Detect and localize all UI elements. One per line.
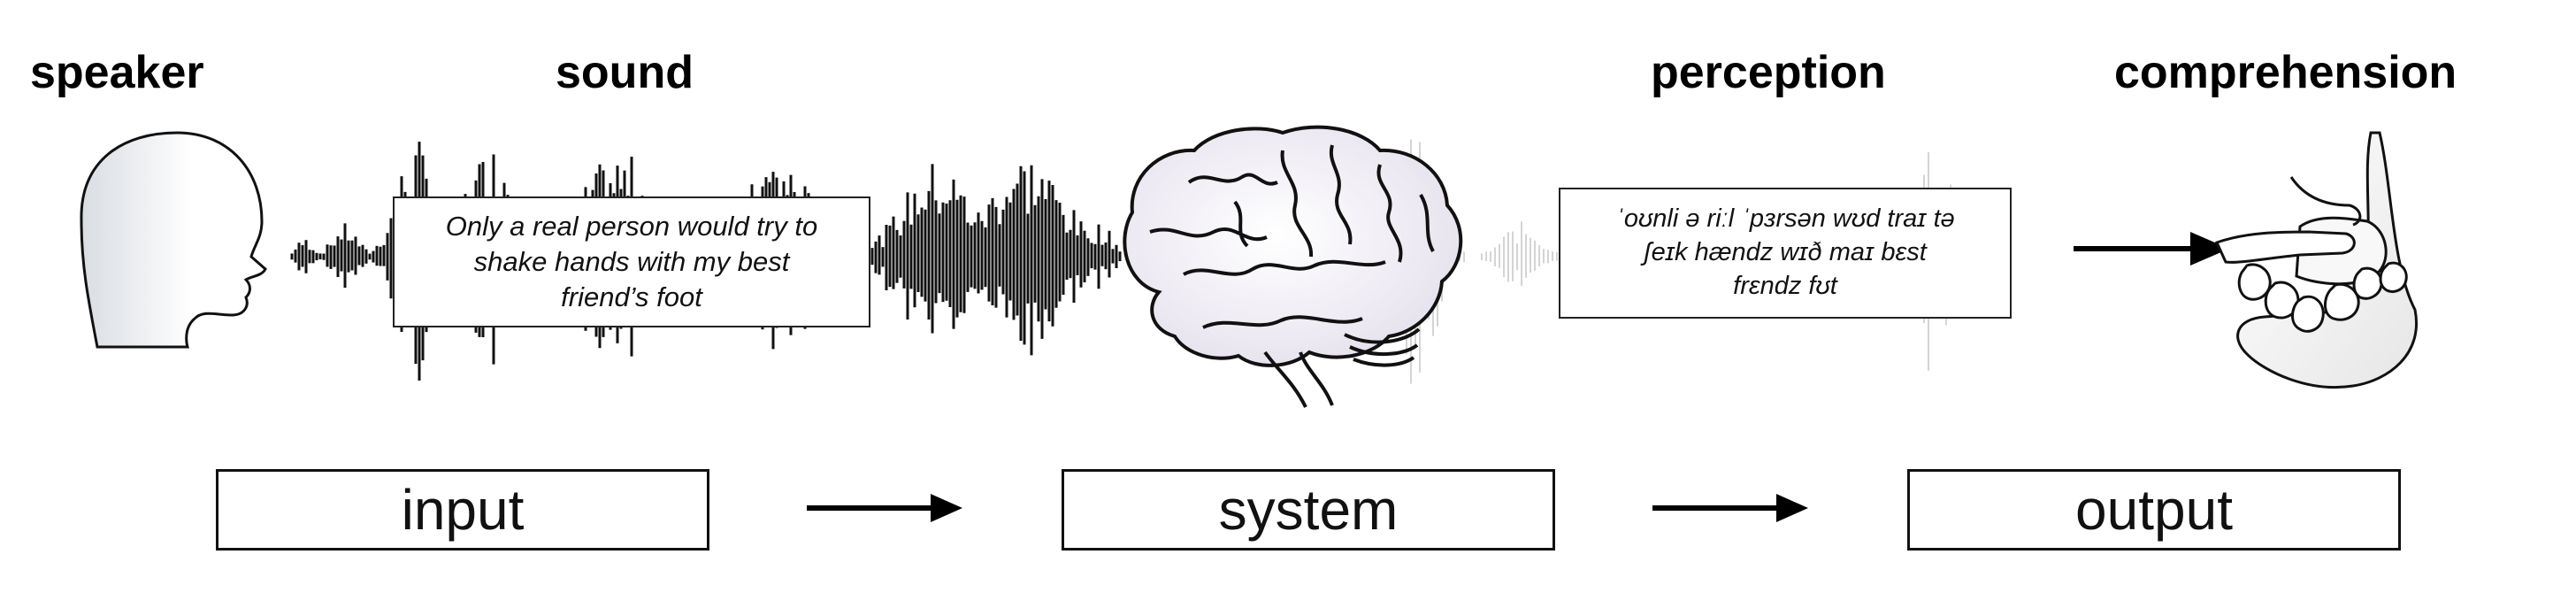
phonetic-line-2: ʃeɪk hændz wɪð maɪ bɛst xyxy=(1644,238,1927,267)
sound-heading: sound xyxy=(556,47,694,98)
system-box: system xyxy=(1062,469,1555,551)
head-profile-icon xyxy=(80,131,267,349)
arrow-right-icon xyxy=(1652,494,1808,522)
output-box: output xyxy=(1907,469,2401,551)
arrow-right-icon xyxy=(2074,232,2229,266)
phonetic-line-1: ˈoʊnli ə riːl ˈpɜrsən wʊd traɪ tə xyxy=(1615,204,1955,234)
speaker-heading: speaker xyxy=(30,47,204,98)
perception-heading: perception xyxy=(1651,47,1886,98)
sentence-line-3: friend’s foot xyxy=(561,281,702,313)
phonetic-transcription-box: ˈoʊnli ə riːl ˈpɜrsən wʊd traɪ tə ʃeɪk h… xyxy=(1559,188,2012,319)
brain-icon xyxy=(1123,125,1463,408)
sentence-line-2: shake hands with my best xyxy=(473,245,790,277)
phonetic-line-3: frɛndz fʊt xyxy=(1733,271,1837,300)
sentence-line-1: Only a real person would try to xyxy=(445,210,818,242)
input-box: input xyxy=(216,469,709,551)
comprehension-heading: comprehension xyxy=(2114,47,2457,98)
handshake-foot-icon xyxy=(2214,131,2418,389)
sentence-box: Only a real person would try to shake ha… xyxy=(393,196,870,327)
arrow-right-icon xyxy=(807,494,962,522)
